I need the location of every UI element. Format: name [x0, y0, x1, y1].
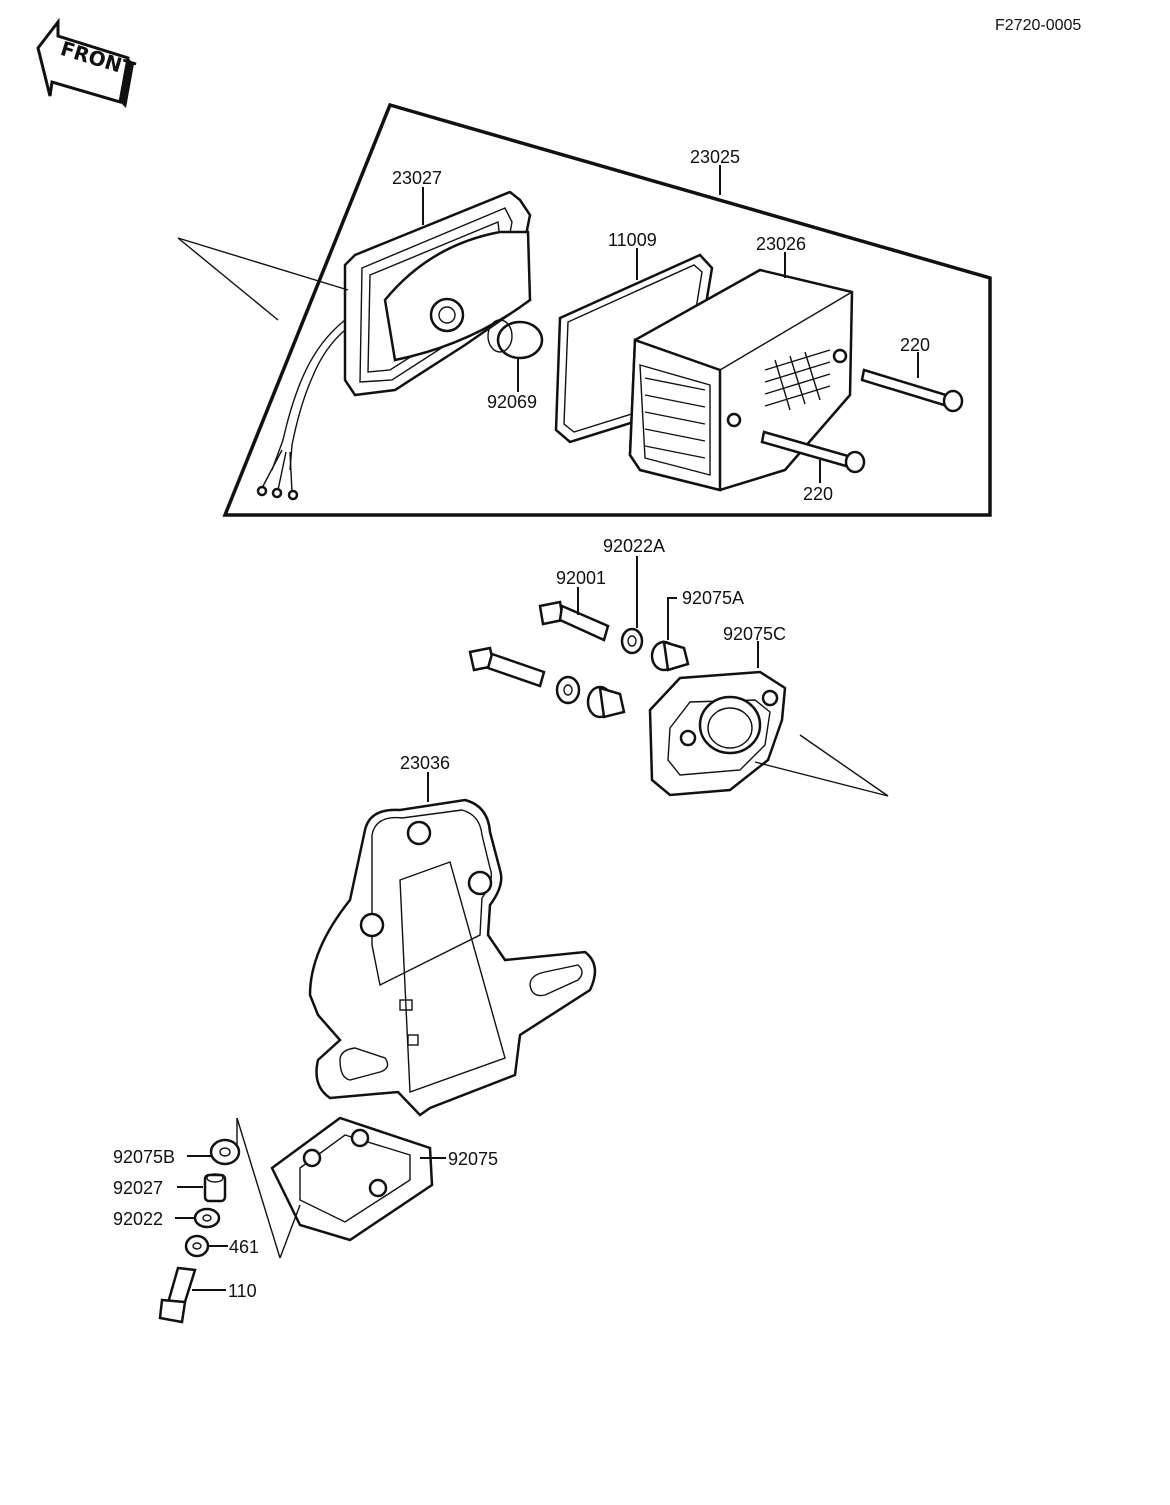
pointer-lines-left: [177, 237, 349, 321]
lens-reflector-pattern: [644, 377, 706, 459]
part-92001-bolt-upper: [538, 600, 610, 642]
label-92075B: 92075B: [113, 1147, 175, 1167]
front-arrow-icon: FRONT: [36, 17, 138, 108]
drawing-reference: F2720-0005: [995, 17, 1081, 34]
pointer-lines-right: [754, 734, 889, 797]
label-92022A: 92022A: [603, 536, 665, 556]
leader-lines: [175, 165, 919, 1291]
part-23026-lens: [628, 268, 854, 492]
part-110-bolt: [158, 1266, 197, 1324]
part-92075A-collar-upper: [650, 640, 690, 672]
label-92027: 92027: [113, 1178, 163, 1198]
part-23036-plate-bracket: [308, 798, 597, 1117]
label-92075C: 92075C: [723, 624, 786, 644]
part-92022A-washer-upper: [620, 627, 644, 655]
part-92075C-bracket: [648, 670, 787, 797]
label-11009: 11009: [608, 230, 657, 250]
label-23036: 23036: [400, 753, 450, 773]
part-461-nut: [184, 1234, 210, 1258]
label-23026: 23026: [756, 234, 806, 254]
part-92075B-grommet: [209, 1138, 241, 1166]
label-220-lower: 220: [803, 484, 833, 504]
label-110: 110: [228, 1281, 257, 1301]
part-92075A-collar-lower: [586, 685, 626, 719]
label-92075: 92075: [448, 1149, 498, 1169]
part-92022A-washer-lower: [555, 675, 581, 705]
part-92022-washer: [193, 1207, 221, 1229]
assembly-boundary-23025: [222, 102, 992, 517]
label-92001: 92001: [556, 568, 606, 588]
part-labels: 23025 23027 11009 23026 220 220 92069 92…: [113, 147, 930, 1301]
part-92027-collar: [203, 1173, 227, 1203]
label-461: 461: [229, 1237, 259, 1257]
part-92001-bolt-lower: [468, 646, 546, 688]
part-220-screw-upper: [860, 368, 964, 413]
wiring-harness: [256, 319, 346, 501]
label-92022: 92022: [113, 1209, 163, 1229]
label-92075A: 92075A: [682, 588, 744, 608]
part-92075-cushion: [270, 1116, 434, 1242]
label-23025: 23025: [690, 147, 740, 167]
label-23027: 23027: [392, 168, 442, 188]
label-92069: 92069: [487, 392, 537, 412]
label-220-upper: 220: [900, 335, 930, 355]
lens-grid-pattern: [764, 349, 831, 411]
part-220-screw-lower: [760, 430, 866, 474]
pointer-lines-bottom: [236, 1117, 301, 1259]
part-23027-lamp-base: [343, 190, 544, 397]
